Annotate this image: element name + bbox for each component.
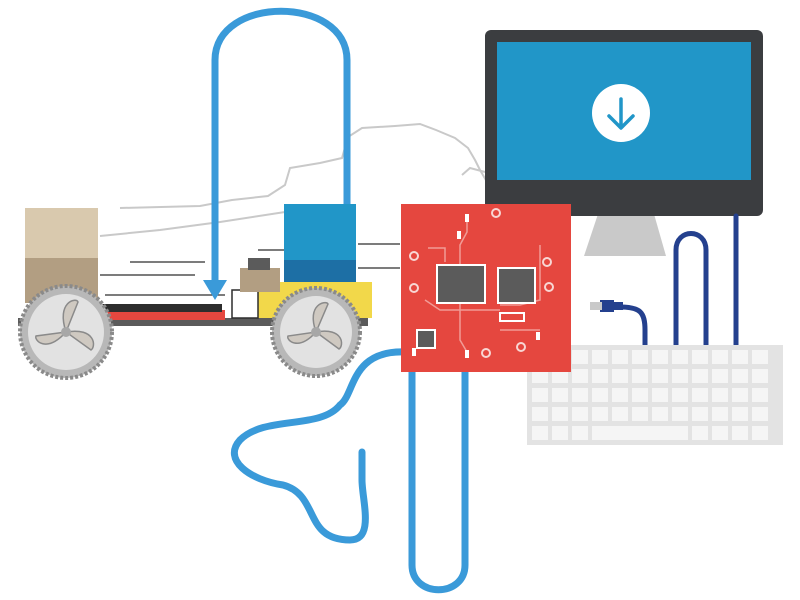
keyboard-key: [732, 407, 748, 421]
keyboard-key: [712, 388, 728, 402]
keyboard-key: [692, 369, 708, 383]
keyboard-key: [712, 407, 728, 421]
usb-plug-icon: [590, 300, 623, 312]
keyboard-key: [752, 350, 768, 364]
keyboard-key: [592, 407, 608, 421]
robot-blue-block: [284, 204, 356, 262]
download-arrow-icon: [592, 84, 650, 142]
keyboard-key: [592, 350, 608, 364]
robot-circuit-strip: [95, 310, 225, 320]
keyboard-spacebar: [592, 426, 688, 440]
robot-chassis: [18, 318, 368, 326]
keyboard-key: [752, 426, 768, 440]
keyboard-key: [632, 350, 648, 364]
keyboard-key: [712, 426, 728, 440]
robot-cargo-box-top: [25, 208, 98, 260]
keyboard-key: [532, 388, 548, 402]
board-mount-holes: [409, 208, 554, 358]
board-traces: [424, 214, 541, 353]
down-arrow-icon: [203, 280, 227, 300]
keyboard-key: [632, 369, 648, 383]
monitor-stand: [584, 214, 666, 256]
keyboard: [527, 345, 783, 445]
keyboard-key: [612, 407, 628, 421]
keyboard-key: [752, 388, 768, 402]
keyboard-key: [692, 407, 708, 421]
upload-cable: [211, 7, 351, 284]
keyboard-key: [672, 388, 688, 402]
computer-monitor: [485, 30, 763, 256]
keyboard-key: [732, 350, 748, 364]
keyboard-key: [552, 388, 568, 402]
keyboard-key: [692, 350, 708, 364]
keyboard-key: [692, 388, 708, 402]
microcontroller-chip: [436, 264, 486, 304]
keyboard-key: [612, 369, 628, 383]
keyboard-key: [712, 369, 728, 383]
robot-servo: [240, 268, 280, 292]
keyboard-key: [732, 369, 748, 383]
landscape-outline: [99, 122, 488, 237]
robot-car: [18, 204, 372, 380]
circuit-board: [401, 204, 571, 372]
board-cable-loop: [408, 356, 469, 594]
keyboard-cables: [617, 213, 739, 355]
keyboard-key: [672, 407, 688, 421]
keyboard-key: [572, 369, 588, 383]
small-chip: [416, 329, 436, 349]
board-pads: [412, 214, 540, 358]
keyboard-key: [712, 350, 728, 364]
keyboard-key: [612, 350, 628, 364]
keyboard-key: [752, 407, 768, 421]
keyboard-key: [732, 388, 748, 402]
keyboard-key: [572, 388, 588, 402]
board-cable-long: [230, 348, 409, 544]
keyboard-key: [592, 369, 608, 383]
keyboard-key: [732, 426, 748, 440]
robot-rear-wheel: [18, 284, 114, 380]
keyboard-key: [592, 388, 608, 402]
keyboard-key: [652, 407, 668, 421]
keyboard-key: [692, 426, 708, 440]
keyboard-key: [752, 369, 768, 383]
keyboard-key: [552, 369, 568, 383]
keyboard-key: [552, 426, 568, 440]
keyboard-key: [672, 369, 688, 383]
keyboard-key: [632, 407, 648, 421]
keyboard-key: [572, 426, 588, 440]
keyboard-key: [652, 350, 668, 364]
keyboard-key: [532, 369, 548, 383]
keyboard-key: [532, 407, 548, 421]
motion-lines: [100, 243, 400, 296]
keyboard-key: [572, 350, 588, 364]
usb-controller-chip: [497, 267, 536, 304]
keyboard-key: [552, 407, 568, 421]
keyboard-key: [612, 388, 628, 402]
keyboard-key: [672, 350, 688, 364]
board-usb-port: [499, 312, 525, 322]
keyboard-key: [652, 388, 668, 402]
keyboard-key: [632, 388, 648, 402]
keyboard-key: [572, 407, 588, 421]
robot-front-wheel: [270, 286, 362, 378]
keyboard-key: [532, 426, 548, 440]
keyboard-key: [652, 369, 668, 383]
